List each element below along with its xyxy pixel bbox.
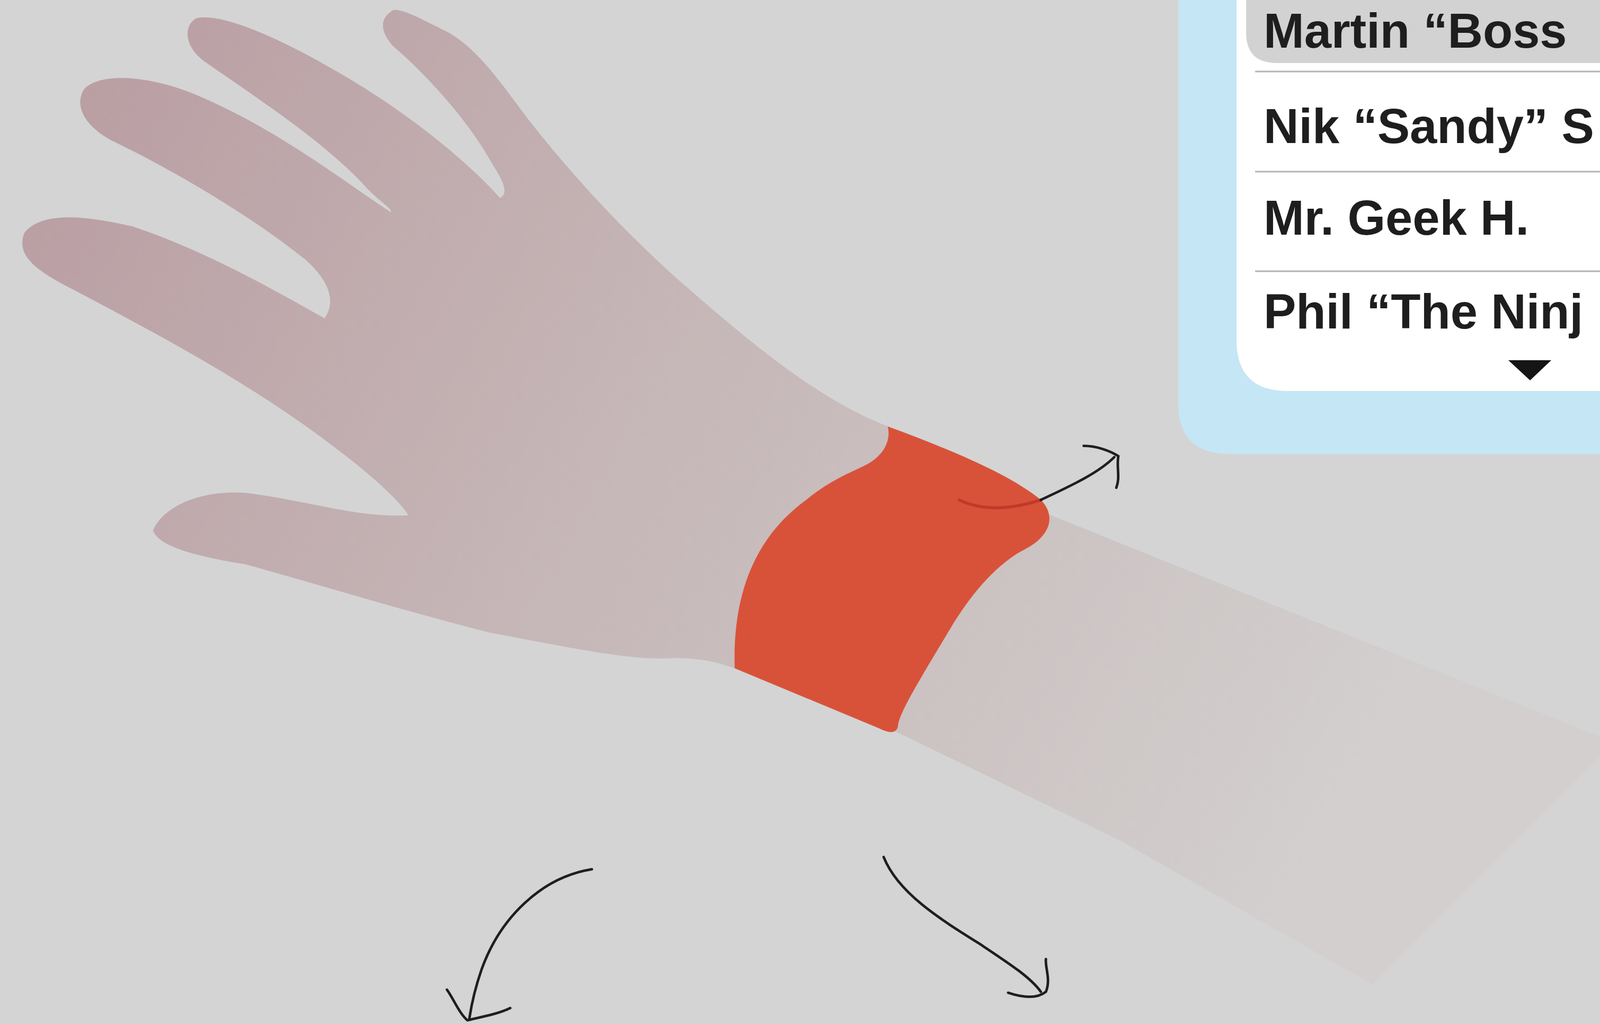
contact-name: Phil “The Ninj [1263,287,1584,336]
list-card [1236,0,1600,391]
row-divider [1255,70,1600,73]
contact-name: Nik “Sandy” S [1263,101,1595,151]
rotation-arrow [1041,446,1119,501]
blue-panel [1178,0,1600,455]
contact-name: Martin “Boss [1263,6,1568,56]
selected-row [1246,0,1600,64]
contact-list: Martin “BossNik “Sandy” S Mr. Geek H. Phil… [1236,0,1600,391]
red-wristband [734,426,1050,733]
scroll-down-triangle [1508,360,1552,381]
gesture-arrow [883,857,1048,998]
gesture-arrow [447,869,592,1021]
contact-name: Mr. Geek H. [1263,193,1530,243]
row-divider [1255,171,1600,173]
row-divider [1255,270,1600,273]
rotation-arrow [958,500,1041,509]
